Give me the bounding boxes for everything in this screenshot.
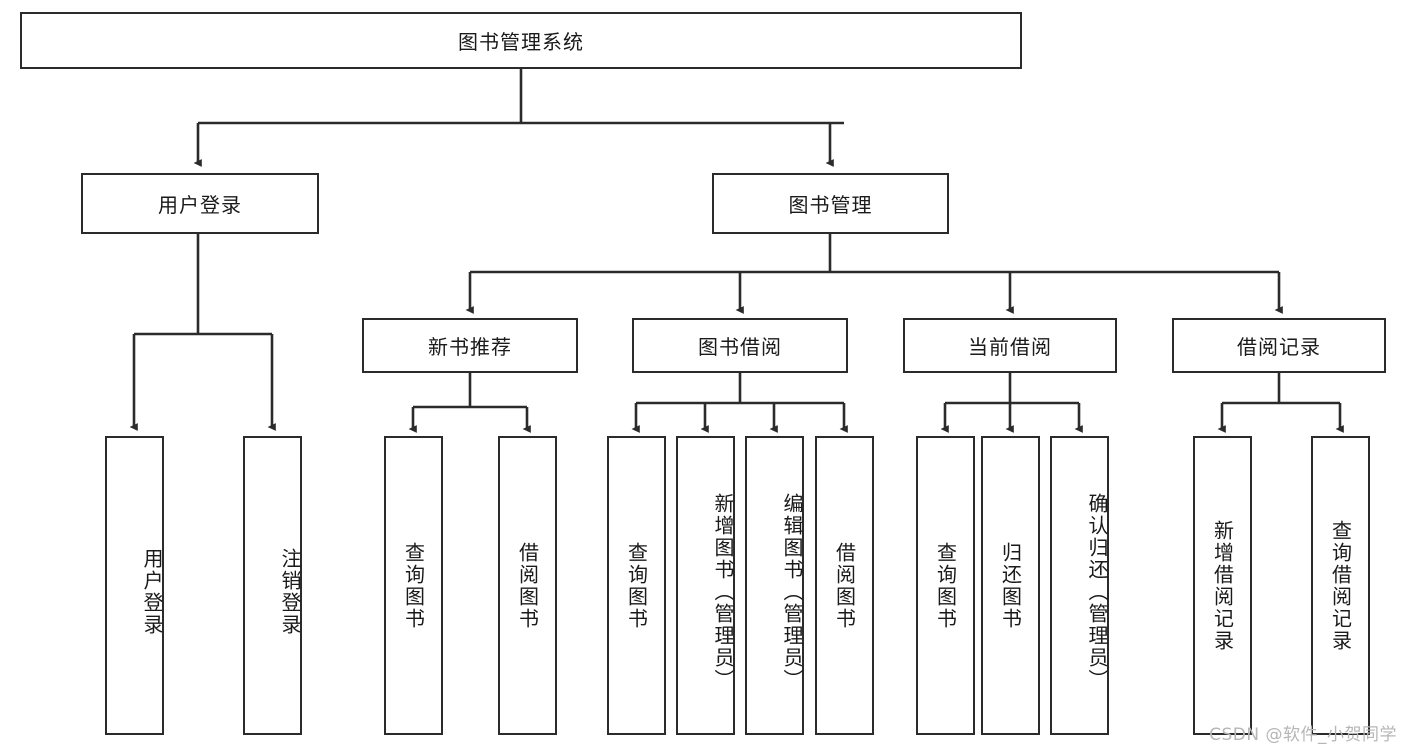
node-label: 查询图书 [933,541,958,630]
node-borrow-record[interactable]: 借阅记录 [1172,318,1386,373]
node-label: 图书借阅 [698,335,782,359]
node-label: 新书推荐 [428,335,512,359]
node-label: 新增借阅记录 [1210,519,1235,652]
node-label: 查询图书 [401,541,426,630]
leaf-record-add-record[interactable]: 新增借阅记录 [1193,436,1252,735]
node-label: 用户登录 [140,547,164,636]
leaf-borrow-add-book-admin[interactable]: 新增图书（管理员） [676,436,735,735]
node-label: 图书管理系统 [458,30,584,54]
csdn-watermark: CSDN @软件_小贺同学 [1209,725,1397,745]
leaf-current-return-book[interactable]: 归还图书 [981,436,1040,735]
node-label: 注销登录 [278,547,302,636]
leaf-user-login-signin[interactable]: 用户登录 [105,436,164,735]
node-label: 用户登录 [158,193,242,217]
node-label: 归还图书 [998,541,1023,630]
leaf-borrow-borrow-book[interactable]: 借阅图书 [815,436,874,735]
leaf-recommend-query-book[interactable]: 查询图书 [384,436,443,735]
node-label: 图书管理 [788,193,873,217]
node-new-book-recommend[interactable]: 新书推荐 [362,318,578,373]
node-user-login[interactable]: 用户登录 [81,173,319,234]
leaf-current-confirm-return-admin[interactable]: 确认归还（管理员） [1050,436,1109,735]
node-label: 查询图书 [624,541,649,630]
leaf-recommend-borrow-book[interactable]: 借阅图书 [498,436,557,735]
node-label: 编辑图书（管理员） [780,492,804,691]
node-root-system[interactable]: 图书管理系统 [20,12,1022,69]
node-book-management[interactable]: 图书管理 [712,173,949,234]
leaf-current-query-book[interactable]: 查询图书 [916,436,975,735]
node-book-borrow[interactable]: 图书借阅 [632,318,848,373]
leaf-user-login-signout[interactable]: 注销登录 [243,436,302,735]
leaf-record-query-record[interactable]: 查询借阅记录 [1311,436,1370,735]
node-label: 借阅记录 [1237,335,1321,359]
node-label: 借阅图书 [832,541,857,630]
node-label: 新增图书（管理员） [711,492,735,691]
leaf-borrow-query-book[interactable]: 查询图书 [607,436,666,735]
node-label: 借阅图书 [515,541,540,630]
node-label: 确认归还（管理员） [1085,492,1109,691]
node-label: 查询借阅记录 [1328,519,1353,652]
node-label: 当前借阅 [968,335,1052,359]
node-current-borrow[interactable]: 当前借阅 [903,318,1117,373]
leaf-borrow-edit-book-admin[interactable]: 编辑图书（管理员） [745,436,804,735]
